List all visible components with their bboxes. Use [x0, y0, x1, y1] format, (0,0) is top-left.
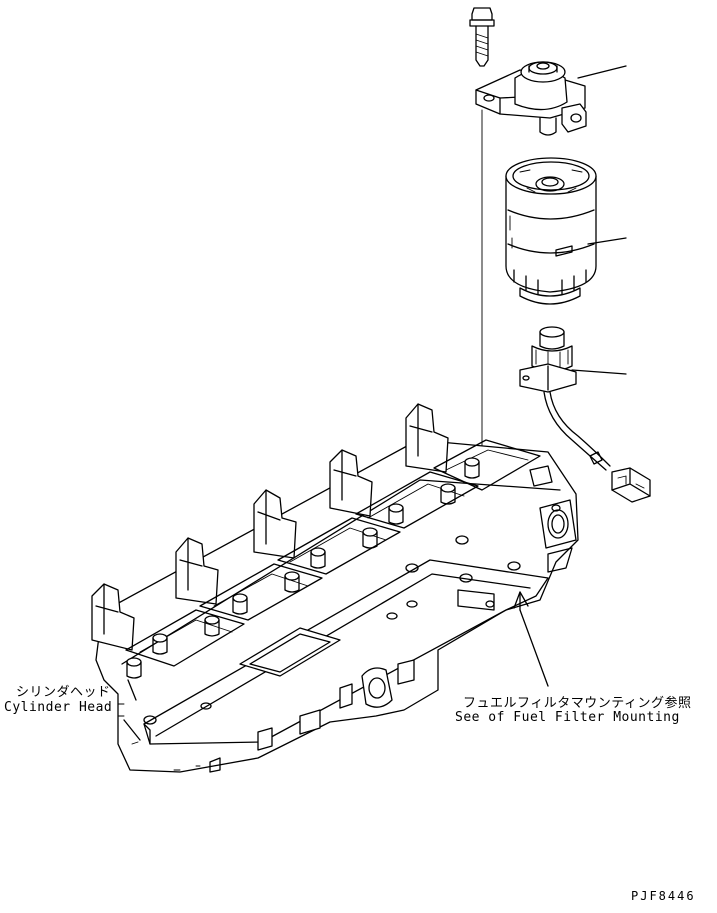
- cylinder-head-part: [91, 403, 579, 773]
- reference-arrow: [513, 591, 549, 687]
- side-ports: [209, 465, 577, 773]
- bolt-part: [469, 7, 495, 67]
- fuel-filter-reference-label: See of Fuel Filter Mounting: [455, 710, 680, 725]
- sensor-part: [519, 326, 651, 503]
- side-plate: [143, 535, 549, 745]
- valve-cells: [125, 439, 541, 667]
- fuel-filter-part: [505, 157, 627, 305]
- bottom-edge-detail: [117, 703, 201, 771]
- fuel-filter-reference-label-jp: フュエルフィルタマウンティング参照: [463, 696, 692, 711]
- filter-head-part: [475, 61, 627, 136]
- valve-bosses: [126, 457, 480, 679]
- rocker-towers: [91, 403, 449, 651]
- cylinder-head-label: Cylinder Head: [4, 700, 113, 715]
- cylinder-head-label-jp: シリンダヘッド: [16, 685, 111, 700]
- drawing-code: PJF8446: [631, 889, 696, 903]
